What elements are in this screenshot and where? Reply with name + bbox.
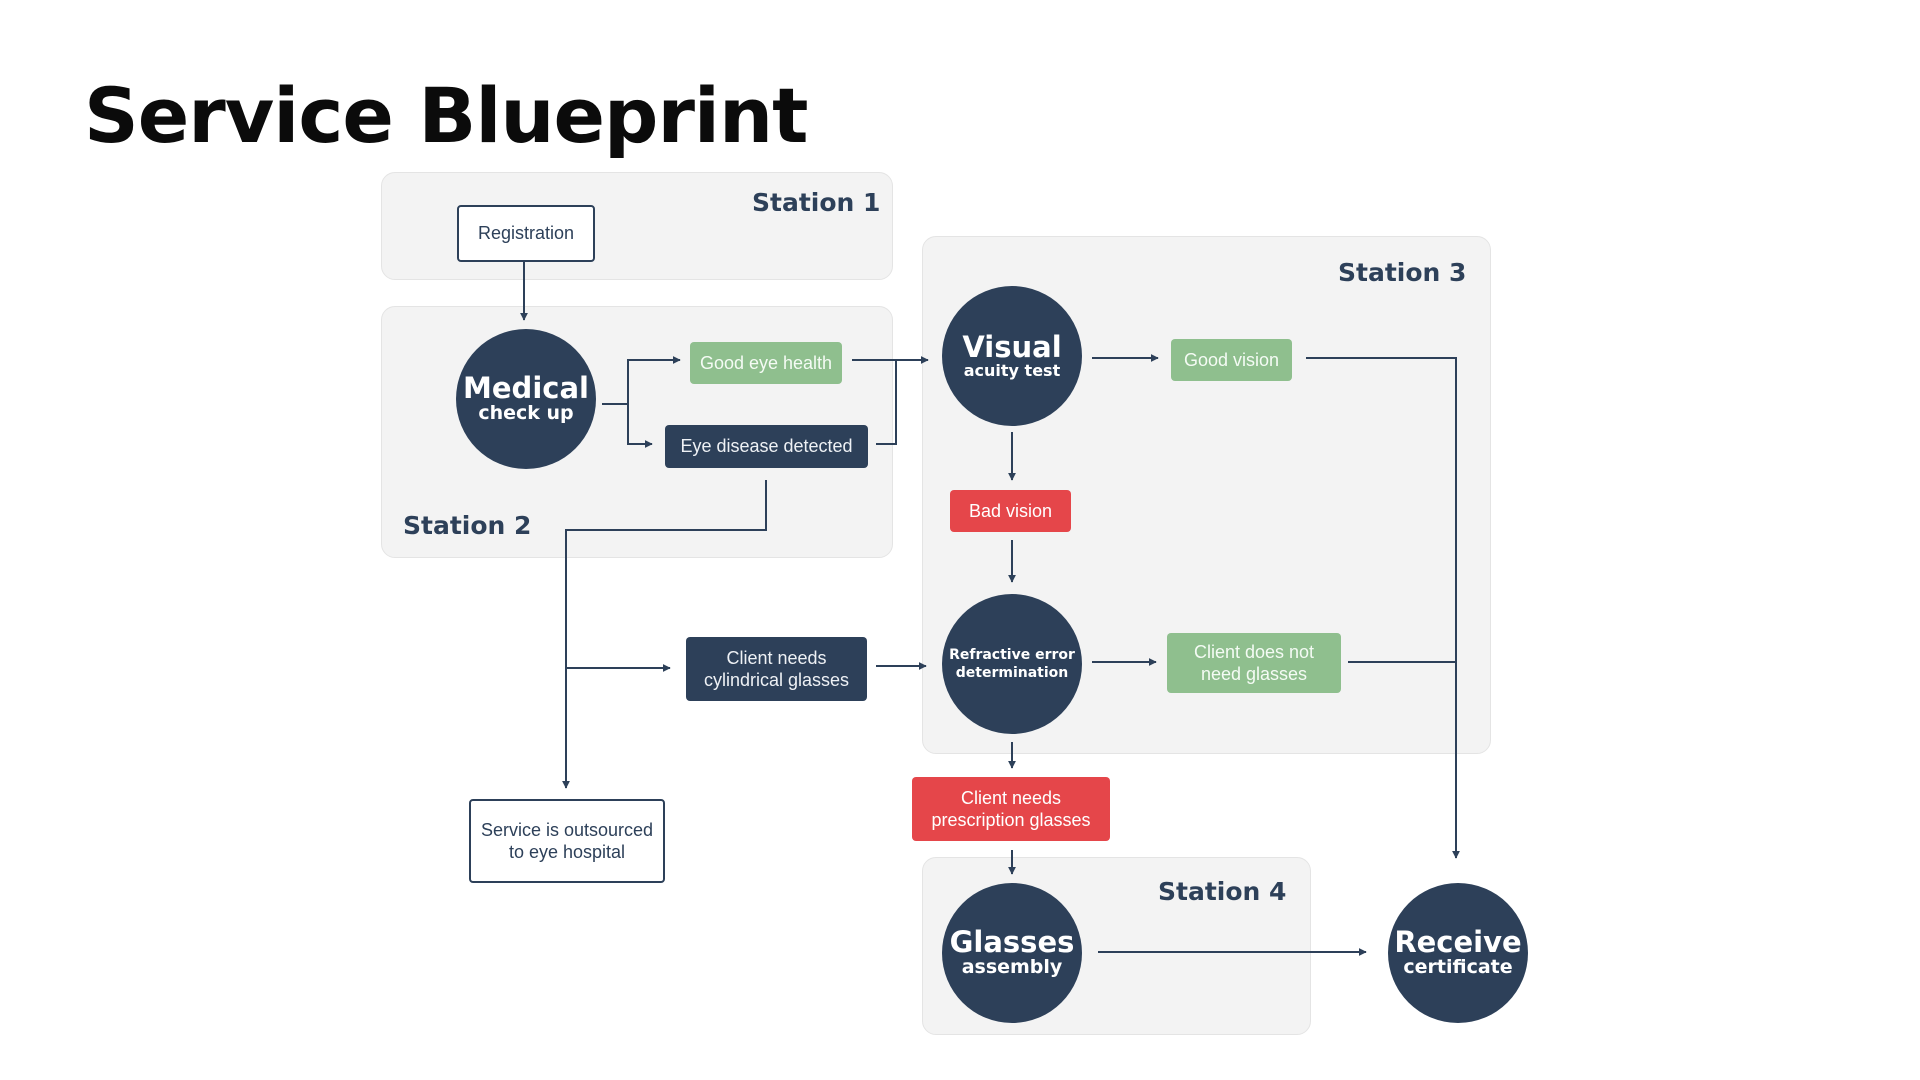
glasses-line1: Glasses — [949, 924, 1075, 959]
medical-check-up-node: Medical check up — [456, 329, 596, 469]
station-1-label: Station 1 — [752, 188, 881, 217]
refractive-line1: Refractive error — [949, 646, 1075, 663]
page-title: Service Blueprint — [84, 71, 808, 160]
medical-line1: Medical — [463, 370, 589, 405]
refractive-line2: determination — [955, 665, 1069, 681]
bad-vision-box: Bad vision — [950, 490, 1071, 532]
station-3-label: Station 3 — [1338, 258, 1467, 287]
cylindrical-box: Client needs cylindrical glasses — [686, 637, 867, 701]
prescription-line2: prescription glasses — [931, 810, 1091, 830]
no-glasses-line2: need glasses — [1200, 664, 1308, 684]
eye-disease-box: Eye disease detected — [665, 425, 868, 468]
prescription-box: Client needs prescription glasses — [912, 777, 1110, 841]
certificate-line1: Receive — [1394, 924, 1522, 959]
cylindrical-line2: cylindrical glasses — [703, 670, 850, 690]
outsourced-box: Service is outsourced to eye hospital — [469, 799, 665, 883]
visual-line1: Visual — [962, 329, 1062, 364]
registration-box: Registration — [457, 205, 595, 262]
glasses-assembly-node: Glasses assembly — [942, 883, 1082, 1023]
outsourced-line2: to eye hospital — [508, 842, 626, 862]
visual-acuity-node: Visual acuity test — [942, 286, 1082, 426]
receive-certificate-node: Receive certificate — [1388, 883, 1528, 1023]
no-glasses-box: Client does not need glasses — [1167, 633, 1341, 693]
station-2-label: Station 2 — [403, 511, 532, 540]
outsourced-line1: Service is outsourced — [480, 819, 654, 840]
glasses-line2: assembly — [961, 956, 1063, 979]
refractive-error-node: Refractive error determination — [942, 594, 1082, 734]
prescription-line1: Client needs — [960, 787, 1062, 808]
visual-line2: acuity test — [963, 361, 1061, 381]
cylindrical-line1: Client needs — [726, 647, 827, 668]
no-glasses-line1: Client does not — [1193, 641, 1315, 662]
medical-line2: check up — [478, 402, 574, 425]
station-4-label: Station 4 — [1158, 877, 1287, 906]
certificate-line2: certificate — [1403, 956, 1513, 979]
good-eye-health-box: Good eye health — [690, 342, 842, 384]
good-vision-box: Good vision — [1171, 339, 1292, 381]
